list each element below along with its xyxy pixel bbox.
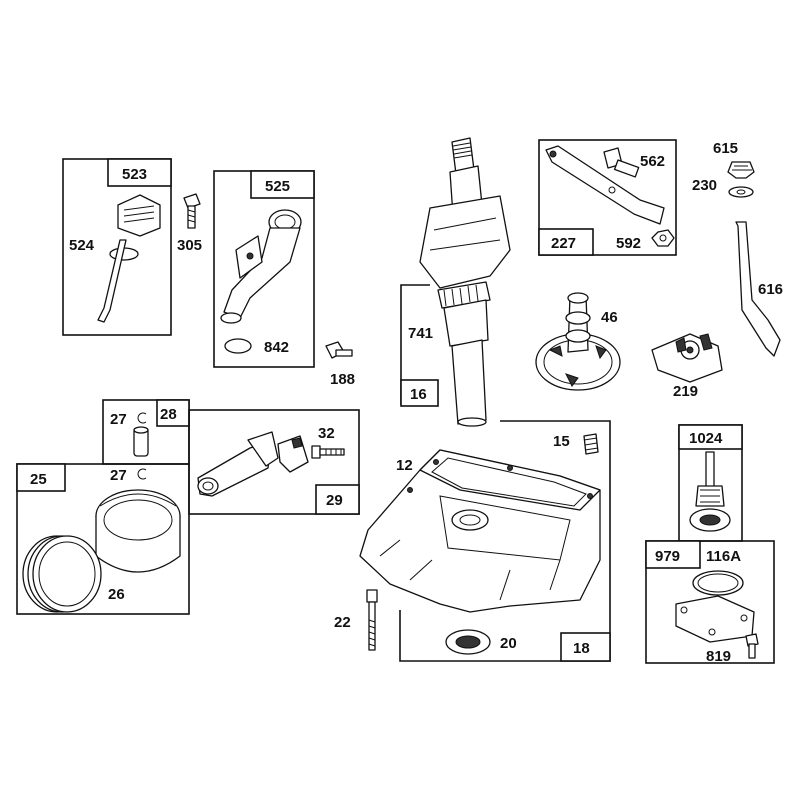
callout-27-bottom: 27 (110, 467, 127, 484)
kit-tag-525 (250, 170, 315, 199)
circlip-27-top (137, 412, 147, 424)
callout-979: 979 (655, 548, 680, 565)
group-governor-shaft: 615 230 616 (692, 140, 783, 357)
callout-188: 188 (330, 371, 355, 388)
kit-box-979 (645, 540, 775, 664)
pump-cover-plate (675, 595, 755, 643)
o-ring-116a (692, 570, 744, 596)
callout-27-top: 27 (110, 411, 127, 428)
group-29-connecting-rod: 29 32 (188, 409, 360, 515)
callout-26: 26 (108, 586, 125, 603)
sump-gasket-surface (419, 449, 601, 511)
callout-525: 525 (265, 178, 290, 195)
dipstick-cap (117, 194, 161, 237)
kit-tag-16 (400, 379, 439, 407)
rod-bolt-shank (319, 448, 345, 456)
callout-46: 46 (601, 309, 618, 326)
group-979-pump-cover: 979 116A 819 (645, 540, 775, 665)
governor-219: 219 (651, 333, 723, 400)
group-523-dipstick: 523 524 (62, 158, 172, 336)
callout-1024: 1024 (689, 430, 723, 447)
bolt-22-head (366, 589, 378, 603)
callout-227: 227 (551, 235, 576, 252)
nut-592 (651, 229, 675, 247)
callout-523: 523 (122, 166, 147, 183)
kit-box-227 (538, 139, 677, 256)
camshaft-46: 46 (535, 292, 621, 391)
callout-305: 305 (177, 237, 202, 254)
callout-230: 230 (692, 177, 717, 194)
callout-592: 592 (616, 235, 641, 252)
crankshaft-lower-journal (443, 299, 489, 347)
screw-819-head (745, 633, 759, 647)
sump-bearing-boss (451, 509, 489, 531)
crankshaft-counterweight (419, 195, 511, 289)
kit-tag-29 (315, 484, 360, 515)
governor-shaft-616 (735, 221, 781, 357)
piston-ring-3 (32, 535, 102, 613)
group-25-piston: 25 27 26 (16, 463, 190, 615)
screw-188: 188 (325, 341, 355, 388)
screw-305: 305 (177, 193, 202, 254)
callout-116a: 116A (706, 548, 741, 565)
bolt-22: 22 (334, 589, 378, 651)
kit-tag-523 (107, 158, 172, 187)
bolt-562-shank (613, 159, 640, 178)
group-18-crankcase: 18 12 15 20 (359, 420, 611, 662)
kit-tag-25 (16, 463, 66, 492)
callout-16: 16 (410, 386, 427, 403)
callout-741: 741 (408, 325, 433, 342)
callout-20: 20 (500, 635, 517, 652)
kit-tag-979 (645, 540, 701, 569)
kit-tag-227 (538, 228, 594, 256)
callout-12: 12 (396, 457, 413, 474)
seal-842 (224, 338, 252, 354)
group-525-oil-fill-tube: 525 842 (213, 170, 315, 368)
circlip-27-bottom (137, 468, 147, 480)
callout-524: 524 (69, 237, 95, 254)
fill-tube-end (220, 312, 242, 324)
callout-819: 819 (706, 648, 731, 665)
callout-line-16 (400, 284, 430, 405)
piston-skirt (95, 516, 181, 573)
kit-box-29 (188, 409, 360, 515)
kit-tag-1024 (678, 424, 743, 450)
crankshaft-pto-shaft (451, 339, 487, 425)
pump-shaft (705, 451, 715, 491)
group-16-crankshaft: 16 741 (400, 137, 511, 427)
callout-29: 29 (326, 492, 343, 509)
washer-230 (728, 186, 754, 198)
kit-box-25 (16, 463, 190, 615)
callout-15: 15 (553, 433, 570, 450)
rod-big-end (247, 431, 279, 467)
callout-842: 842 (264, 339, 289, 356)
screw-305-head (183, 193, 201, 209)
callout-28: 28 (160, 406, 177, 423)
fill-tube-body (223, 227, 301, 319)
callout-615: 615 (713, 140, 738, 157)
kit-tag-28 (156, 399, 190, 427)
callout-18: 18 (573, 640, 590, 657)
dipstick-blade (97, 239, 127, 323)
group-28-piston-pin: 28 27 (102, 399, 190, 465)
rod-bolt-head (311, 445, 321, 459)
group-1024-oil-pump: 1024 (678, 424, 743, 542)
screw-819-shank (748, 643, 756, 659)
callout-22: 22 (334, 614, 351, 631)
kit-tag-18 (560, 632, 611, 662)
callout-219: 219 (673, 383, 698, 400)
screw-188-shank (335, 349, 353, 357)
governor-lever-arm (545, 145, 665, 225)
dipstick-cap-grip (123, 205, 155, 223)
callout-616: 616 (758, 281, 783, 298)
callout-562: 562 (640, 153, 665, 170)
callout-32: 32 (318, 425, 335, 442)
group-227-governor-lever: 227 562 592 (538, 139, 677, 256)
callout-25: 25 (30, 471, 47, 488)
